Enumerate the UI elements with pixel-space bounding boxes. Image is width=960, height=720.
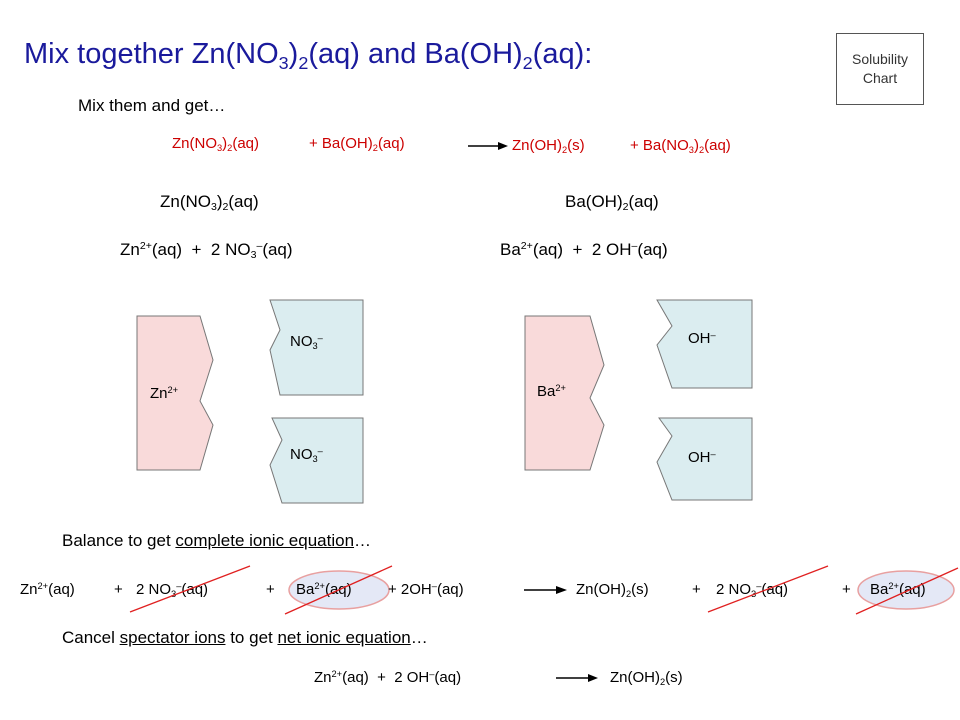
- hydroxide-piece-label-top: OH–: [688, 329, 716, 347]
- hydroxide-anion-piece-bottom: [656, 417, 753, 501]
- nitrate-anion-piece-bottom: [269, 417, 364, 504]
- complete-plus-2: +: [266, 581, 275, 598]
- zinc-piece-label: Zn2+: [150, 384, 179, 402]
- reaction-arrow: [468, 142, 508, 150]
- strike-barium-left: [284, 565, 393, 615]
- reactant-zinc-nitrate: Zn(NO3)2(aq): [172, 135, 260, 153]
- complete-term-hydroxide: + 2OH–(aq): [388, 580, 464, 598]
- zinc-cation-piece: [136, 315, 214, 471]
- solubility-label-line2: Chart: [862, 70, 898, 86]
- cancel-instruction: Cancel spectator ions to get net ionic e…: [62, 628, 428, 647]
- complete-term-barium-right: Ba2+(aq): [870, 580, 926, 598]
- net-equation-arrow: [556, 674, 598, 682]
- nitrate-anion-piece-top: [269, 299, 364, 396]
- strike-nitrate-right: [707, 565, 829, 613]
- solubility-label-line1: Solubility: [851, 51, 909, 67]
- complete-term-zinc: Zn2+(aq): [20, 580, 75, 598]
- balance-instruction: Balance to get complete ionic equation…: [62, 531, 372, 550]
- page-title: Mix together Zn(NO3)2(aq) and Ba(OH)2(aq…: [24, 38, 593, 73]
- nitrate-piece-label-top: NO3–: [290, 332, 323, 351]
- left-dissociation: Zn2+(aq) + 2 NO3–(aq): [120, 240, 293, 262]
- strike-barium-right: [855, 567, 959, 615]
- complete-plus-4: +: [842, 581, 851, 598]
- complete-term-nitrate-left: 2 NO3–(aq): [136, 580, 209, 599]
- product-barium-nitrate: + Ba(NO3)2(aq): [630, 137, 731, 155]
- product-zinc-hydroxide: Zn(OH)2(s): [512, 137, 585, 155]
- hydroxide-piece-label-bottom: OH–: [688, 448, 716, 466]
- reactant-barium-hydroxide: + Ba(OH)2(aq): [309, 135, 405, 153]
- complete-term-zinc-hydroxide: Zn(OH)2(s): [576, 581, 649, 599]
- hydroxide-anion-piece-top: [656, 299, 753, 389]
- nitrate-piece-label-bottom: NO3–: [290, 445, 323, 464]
- barium-piece-label: Ba2+: [537, 382, 566, 400]
- barium-cation-piece: [524, 315, 605, 471]
- strike-nitrate-left: [129, 565, 251, 613]
- right-dissociation: Ba2+(aq) + 2 OH–(aq): [500, 240, 668, 259]
- right-compound-label: Ba(OH)2(aq): [565, 192, 659, 214]
- left-compound-label: Zn(NO3)2(aq): [160, 192, 259, 214]
- net-equation-product: Zn(OH)2(s): [610, 669, 683, 687]
- complete-plus-3: +: [692, 581, 701, 598]
- net-equation-reactants: Zn2+(aq) + 2 OH–(aq): [314, 668, 462, 686]
- mix-instruction: Mix them and get…: [78, 96, 226, 115]
- complete-equation-arrow: [524, 586, 567, 594]
- complete-plus-1: +: [114, 581, 123, 598]
